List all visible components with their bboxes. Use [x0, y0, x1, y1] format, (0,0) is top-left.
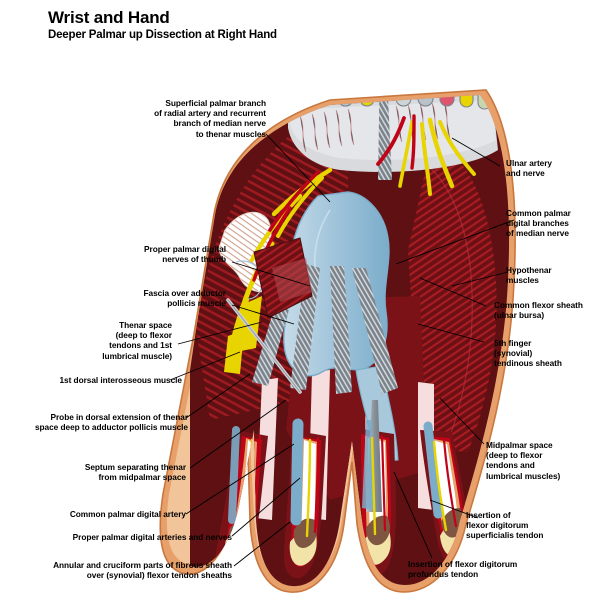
- page-title: Wrist and Hand: [48, 8, 170, 27]
- label-septum-separating-thenar: Septum separating thenar from midpalmar …: [38, 462, 186, 482]
- label-first-dorsal-interosseous-muscle: 1st dorsal interosseous muscle: [20, 375, 182, 385]
- label-line: nerves of thumb: [162, 254, 226, 265]
- label-line: profundus tendon: [408, 569, 479, 580]
- label-line: Midpalmar space: [486, 440, 553, 450]
- leader-lines-right: [393, 137, 515, 559]
- label-line: branch of median nerve: [173, 118, 267, 129]
- label-line: Proper palmar digital: [144, 244, 226, 254]
- label-line: over (synovial) flexor tendon sheaths: [86, 570, 232, 581]
- label-line: muscles: [506, 275, 539, 286]
- ulnar-neurovascular: [376, 114, 476, 196]
- label-line: 5th finger: [494, 338, 532, 348]
- label-line: tendons and: [486, 460, 535, 471]
- label-line: flexor digitorum: [466, 520, 529, 531]
- fingers: [215, 400, 468, 579]
- label-fifth-finger-tendinous-sheath: 5th finger (synovial) tendinous sheath: [494, 338, 594, 369]
- label-proper-palmar-digital-arteries-nerves: Proper palmar digital arteries and nerve…: [20, 532, 232, 542]
- label-line: Probe in dorsal extension of thenar: [50, 412, 189, 422]
- label-superficial-palmar-branch: Superficial palmar branch of radial arte…: [126, 98, 266, 139]
- label-line: of median nerve: [506, 228, 569, 239]
- label-line: superficialis tendon: [466, 530, 544, 541]
- label-line: Common palmar: [506, 208, 571, 218]
- label-line: (deep to flexor: [486, 450, 543, 461]
- label-line: Ulnar artery: [506, 158, 552, 168]
- label-hypothenar-muscles: Hypothenar muscles: [506, 265, 596, 285]
- label-line: (deep to flexor: [115, 330, 172, 341]
- label-thenar-space: Thenar space (deep to flexor tendons and…: [56, 320, 172, 361]
- label-midpalmar-space: Midpalmar space (deep to flexor tendons …: [486, 440, 590, 481]
- hand-interior: [190, 95, 510, 587]
- label-line: Insertion of flexor digitorum: [408, 559, 518, 569]
- label-line: Hypothenar: [506, 265, 552, 275]
- page-subtitle: Deeper Palmar up Dissection at Right Han…: [48, 29, 277, 41]
- hypothenar-muscle: [408, 140, 497, 452]
- label-line: (ulnar bursa): [494, 310, 545, 321]
- label-line: digital branches: [506, 218, 569, 229]
- label-line: tendons and 1st: [109, 340, 172, 351]
- label-line: from midpalmar space: [98, 472, 186, 483]
- label-line: Annular and cruciform parts of fibrous s…: [53, 560, 232, 570]
- wrist-cut-section: [288, 95, 498, 180]
- label-proper-palmar-digital-nerves-thumb: Proper palmar digital nerves of thumb: [56, 244, 226, 264]
- label-line: lumbrical muscle): [102, 350, 172, 361]
- label-common-palmar-digital-artery: Common palmar digital artery: [38, 509, 186, 519]
- label-line: to thenar muscles: [195, 128, 266, 139]
- leader-lines-left: [169, 133, 331, 567]
- label-line: tendinous sheath: [494, 358, 562, 369]
- label-annular-cruciform-parts: Annular and cruciform parts of fibrous s…: [10, 560, 232, 580]
- label-line: of radial artery and recurrent: [154, 108, 266, 119]
- label-line: Septum separating thenar: [84, 462, 186, 472]
- label-line: pollicis muscle: [167, 298, 226, 309]
- label-line: Thenar space: [119, 320, 172, 330]
- label-insertion-flexor-digitorum-superficialis: Insertion of flexor digitorum superficia…: [466, 510, 578, 541]
- label-line: Insertion of: [466, 510, 511, 520]
- label-common-flexor-sheath: Common flexor sheath (ulnar bursa): [494, 300, 600, 320]
- label-line: Fascia over adductor: [143, 288, 227, 298]
- label-ulnar-artery-and-nerve: Ulnar artery and nerve: [506, 158, 600, 178]
- label-line: and nerve: [506, 168, 545, 179]
- label-insertion-flexor-digitorum-profundus: Insertion of flexor digitorum profundus …: [408, 559, 558, 579]
- label-probe-in-dorsal-extension: Probe in dorsal extension of thenar spac…: [8, 412, 188, 432]
- label-line: 1st dorsal interosseous muscle: [59, 375, 182, 385]
- label-line: space deep to adductor pollicis muscle: [34, 422, 188, 433]
- label-line: (synovial): [494, 348, 533, 359]
- label-line: Common flexor sheath: [494, 300, 583, 310]
- label-common-palmar-digital-branches: Common palmar digital branches of median…: [506, 208, 602, 239]
- label-line: lumbrical muscles): [486, 470, 561, 481]
- label-line: Proper palmar digital arteries and nerve…: [72, 532, 232, 542]
- label-line: Common palmar digital artery: [69, 509, 186, 519]
- label-line: Superficial palmar branch: [165, 98, 266, 108]
- label-fascia-over-adductor-pollicis: Fascia over adductor pollicis muscle: [56, 288, 227, 309]
- probe: [226, 298, 302, 394]
